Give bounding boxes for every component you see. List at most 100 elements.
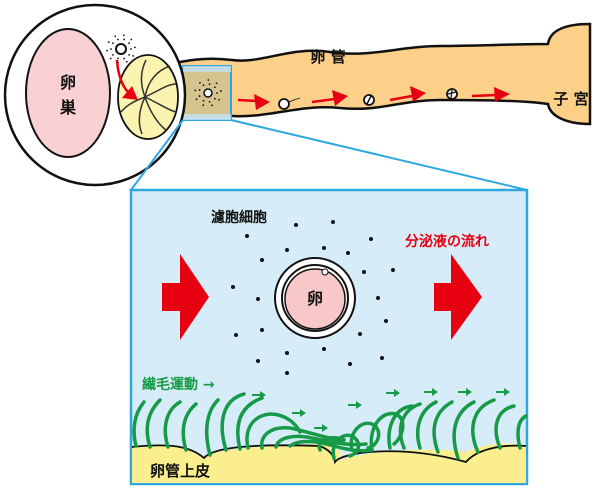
cilia-direction-arrow — [348, 401, 362, 409]
follicle-dot — [198, 89, 201, 91]
cilium — [163, 400, 182, 449]
cilium — [494, 404, 516, 450]
egg: 卵 — [274, 257, 356, 339]
follicle-dot — [202, 99, 205, 102]
follicle-dot — [123, 38, 125, 41]
follicle-dot — [132, 54, 135, 57]
follicle-dot — [195, 98, 198, 101]
follicle-dot — [112, 42, 114, 45]
follicle-cell-dot — [294, 223, 298, 227]
cilia-direction-arrow — [386, 389, 400, 397]
follicle-dot — [211, 104, 214, 107]
four-cell-embryo — [446, 88, 458, 100]
epithelium-label: 卵管上皮 — [150, 462, 210, 480]
tube-arrow-1 — [237, 94, 270, 110]
tube-arrow-4 — [471, 87, 510, 102]
cilium — [387, 404, 414, 450]
follicle-dot — [130, 48, 132, 50]
follicle-cell-dot — [331, 220, 335, 224]
infundibulum — [117, 54, 179, 140]
tube-flow-arrows — [237, 86, 510, 110]
oviduct-label: 卵 管 — [310, 48, 345, 66]
follicle-cell-dot — [285, 351, 289, 355]
cilia-direction-arrow — [496, 388, 510, 396]
cilium — [236, 396, 264, 451]
follicle-dot — [134, 46, 136, 49]
cilium — [204, 398, 220, 457]
follicle-cell-dot — [369, 237, 373, 241]
follicle-dot — [112, 53, 114, 56]
ovary-label-1: 卵 — [60, 73, 76, 92]
follicle-dot — [122, 34, 125, 37]
follicle-dot — [114, 35, 117, 38]
cilium — [220, 392, 246, 452]
ovary-label-2: 巣 — [59, 98, 77, 117]
follicle-dot — [219, 90, 222, 92]
tube-arrow-3 — [389, 86, 426, 102]
tube-egg-with-follicles — [194, 79, 222, 107]
follicle-cell-dot — [346, 251, 350, 255]
follicle-dot — [109, 57, 112, 60]
follicle-dot — [213, 86, 216, 89]
polar-body — [321, 268, 329, 276]
follicle-cell-dot — [358, 332, 362, 336]
follicle-cell-dot — [285, 371, 289, 375]
follicle-cell-dot — [376, 296, 380, 300]
zoom-line-left — [130, 119, 184, 191]
ciliary-motion-label: 繊毛運動 → — [142, 376, 215, 393]
follicle-dot — [213, 97, 216, 100]
follicle-dot — [199, 81, 201, 84]
follicle-cell-dot — [322, 347, 326, 351]
zygote-with-sperm — [278, 97, 301, 110]
epithelium-edge — [131, 444, 527, 465]
follicle-cell-dot — [256, 297, 260, 301]
follicle-dot — [130, 38, 133, 41]
cilium — [516, 414, 528, 450]
follicle-cell-dot — [380, 356, 384, 360]
follicle-dot — [106, 49, 108, 52]
tube-arrow-2 — [311, 90, 348, 106]
follicle-cell-dot — [362, 270, 366, 274]
uterus-label: 子 宮 — [553, 90, 588, 108]
follicle-dot — [194, 89, 197, 92]
follicle-cell-dot — [245, 234, 249, 238]
detail-panel — [129, 188, 529, 486]
secretion-flow-label: 分泌液の流れ — [405, 233, 489, 250]
follicle-dot — [207, 79, 210, 81]
cilium — [432, 400, 454, 454]
cilia-direction-arrow — [314, 424, 328, 432]
ovulated-egg — [106, 34, 136, 64]
egg-label: 卵 — [307, 289, 323, 308]
follicle-cell-dot — [260, 258, 264, 262]
follicle-cell-dot — [256, 359, 260, 363]
cilia-direction-arrow — [458, 388, 472, 396]
zoom-line-right — [230, 119, 528, 191]
egg-cytoplasm — [284, 268, 346, 330]
follicle-dot — [123, 57, 125, 60]
fimbriae-lines — [120, 59, 177, 135]
ovulation-arrowhead — [122, 86, 138, 100]
follicle-cells — [231, 220, 395, 375]
follicle-dot — [107, 41, 110, 44]
follicle-dot — [117, 57, 119, 60]
cilia-motion-arrows — [252, 388, 510, 432]
cilium — [132, 400, 146, 448]
follicle-dot — [202, 84, 205, 87]
cilia-direction-arrow — [292, 409, 306, 417]
two-cell-embryo — [363, 94, 375, 106]
follicle-dot — [216, 92, 218, 94]
follicle-cell-dot — [260, 328, 264, 332]
follicle-dot — [125, 60, 128, 63]
follicle-dot — [218, 98, 220, 101]
follicle-cell-dot — [285, 248, 289, 252]
follicle-dot — [208, 83, 211, 86]
flow-arrow-right — [434, 254, 482, 340]
follicle-cell-dot — [391, 268, 395, 272]
cilia-direction-arrow — [424, 388, 438, 396]
follicle-dot — [202, 104, 205, 106]
follicle-dot — [215, 82, 218, 85]
follicle-dot — [198, 95, 201, 97]
follicle-dot — [128, 42, 130, 45]
cilium — [245, 412, 302, 450]
follicle-cell-dot — [348, 362, 352, 366]
